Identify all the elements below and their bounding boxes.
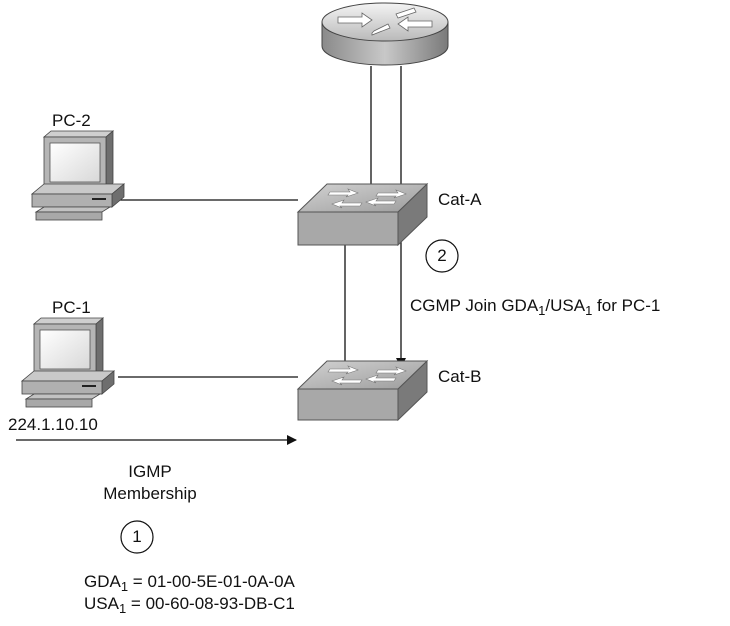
- cgmp-join-prefix: CGMP Join GDA: [410, 296, 539, 315]
- cat-b-switch-icon: [296, 359, 429, 422]
- usa-value: = 00-60-08-93-DB-C1: [126, 594, 295, 613]
- step-2-number: 2: [437, 246, 447, 265]
- igmp-label-line2: Membership: [103, 484, 197, 503]
- usa-definition: USA1 = 00-60-08-93-DB-C1: [84, 594, 295, 616]
- gda-definition: GDA1 = 01-00-5E-01-0A-0A: [84, 572, 295, 594]
- cgmp-join-label: CGMP Join GDA1/USA1 for PC-1: [410, 296, 661, 318]
- pc-1-label: PC-1: [52, 298, 91, 317]
- pc-1-icon: [20, 317, 116, 408]
- igmp-label-line1: IGMP: [128, 462, 172, 481]
- step-1-circle: [120, 520, 154, 554]
- cgmp-join-mid: /USA: [545, 296, 586, 315]
- step-2-circle: [425, 239, 459, 273]
- pc-2-icon: [30, 130, 126, 221]
- usa-def-subscript: 1: [118, 601, 127, 616]
- gda-name: GDA: [84, 572, 121, 591]
- gda-value: = 01-00-5E-01-0A-0A: [128, 572, 295, 591]
- cat-a-label: Cat-A: [438, 190, 482, 209]
- usa-subscript: 1: [585, 303, 593, 318]
- pc-1-address: 224.1.10.10: [8, 415, 98, 434]
- cgmp-join-suffix: for PC-1: [592, 296, 661, 315]
- router-icon: [321, 2, 449, 66]
- cat-b-label: Cat-B: [438, 367, 482, 386]
- step-1-number: 1: [132, 527, 142, 546]
- gda-def-subscript: 1: [120, 579, 129, 594]
- cat-a-switch-icon: [296, 182, 429, 247]
- pc-2-label: PC-2: [52, 111, 91, 130]
- usa-name: USA: [84, 594, 119, 613]
- gda-subscript: 1: [538, 303, 546, 318]
